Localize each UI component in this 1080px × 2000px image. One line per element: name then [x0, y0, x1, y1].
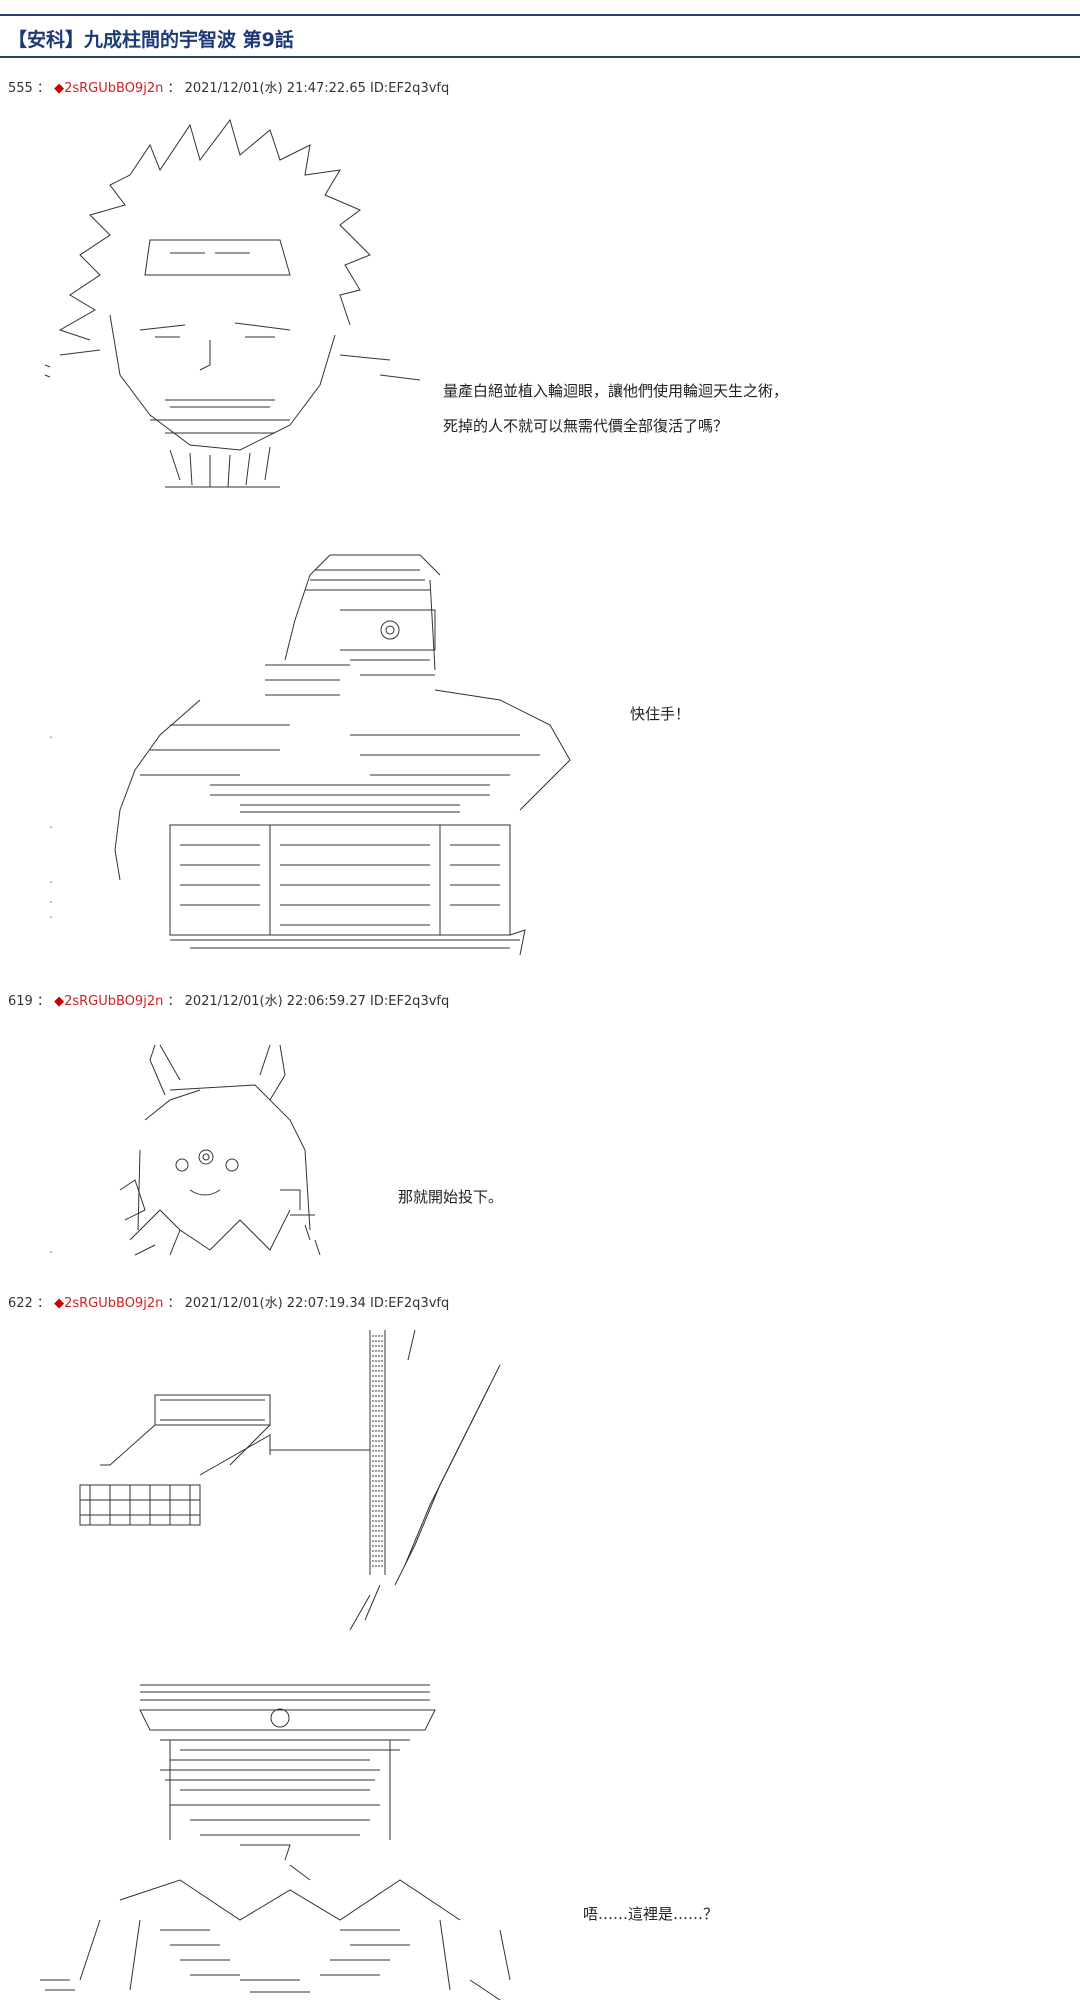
post-datetime: 2021/12/01(水) 22:06:59.27 [184, 994, 366, 1009]
dot-mark: . [48, 1245, 55, 1256]
trip-diamond-icon: ◆ [54, 81, 65, 96]
dialogue-line: 唔……這裡是……？ [583, 1905, 719, 1923]
dot-mark: . [48, 895, 55, 906]
ascii-art-character-fox-ears [110, 1040, 340, 1260]
separator: ： [163, 1296, 185, 1311]
ascii-art-character-masked [40, 550, 580, 960]
dot-mark: . [48, 910, 55, 921]
dialogue-line: 量產白絕並植入輪迴眼，讓他們使用輪迴天生之術， [443, 382, 789, 400]
thread-title: 【安科】九成柱間的宇智波 第9話 [8, 29, 294, 51]
ascii-art-character-spiky-hair [40, 115, 430, 495]
post-number[interactable]: 555 [8, 81, 33, 96]
dot-mark: . [48, 820, 55, 831]
dialogue-line: 死掉的人不就可以無需代價全部復活了嗎？ [443, 417, 729, 435]
post-header-619: 619 ： ◆2sRGUbBO9j2n ： 2021/12/01(水) 22:0… [8, 990, 449, 1009]
trip-code: 2sRGUbBO9j2n [64, 1296, 164, 1311]
trip-code: 2sRGUbBO9j2n [64, 994, 164, 1009]
separator: ： [163, 994, 185, 1009]
separator: ： [32, 1296, 55, 1311]
post-datetime: 2021/12/01(水) 21:47:22.65 [184, 81, 366, 96]
trip-code: 2sRGUbBO9j2n [64, 81, 164, 96]
dot-mark: . [48, 875, 55, 886]
poster-id[interactable]: ID:EF2q3vfq [370, 994, 450, 1009]
trip-diamond-icon: ◆ [54, 1296, 65, 1311]
poster-id[interactable]: ID:EF2q3vfq [370, 1296, 450, 1311]
dot-mark: . [48, 730, 55, 741]
ascii-art-character-under-canopy [40, 1680, 540, 2000]
trip-diamond-icon: ◆ [54, 994, 65, 1009]
separator: ： [32, 994, 55, 1009]
post-header-555: 555 ： ◆2sRGUbBO9j2n ： 2021/12/01(水) 21:4… [8, 77, 449, 96]
post-header-622: 622 ： ◆2sRGUbBO9j2n ： 2021/12/01(水) 22:0… [8, 1292, 449, 1311]
dialogue-line: 那就開始投下。 [398, 1188, 504, 1206]
ascii-art-bed-scene [70, 1325, 510, 1635]
post-number[interactable]: 622 [8, 1296, 33, 1311]
post-datetime: 2021/12/01(水) 22:07:19.34 [184, 1296, 366, 1311]
post-number[interactable]: 619 [8, 994, 33, 1009]
separator: ： [32, 81, 55, 96]
thread-title-bar: 【安科】九成柱間的宇智波 第9話 [0, 14, 1080, 58]
separator: ： [163, 81, 185, 96]
dialogue-line: 快住手！ [630, 705, 691, 723]
poster-id[interactable]: ID:EF2q3vfq [370, 81, 450, 96]
